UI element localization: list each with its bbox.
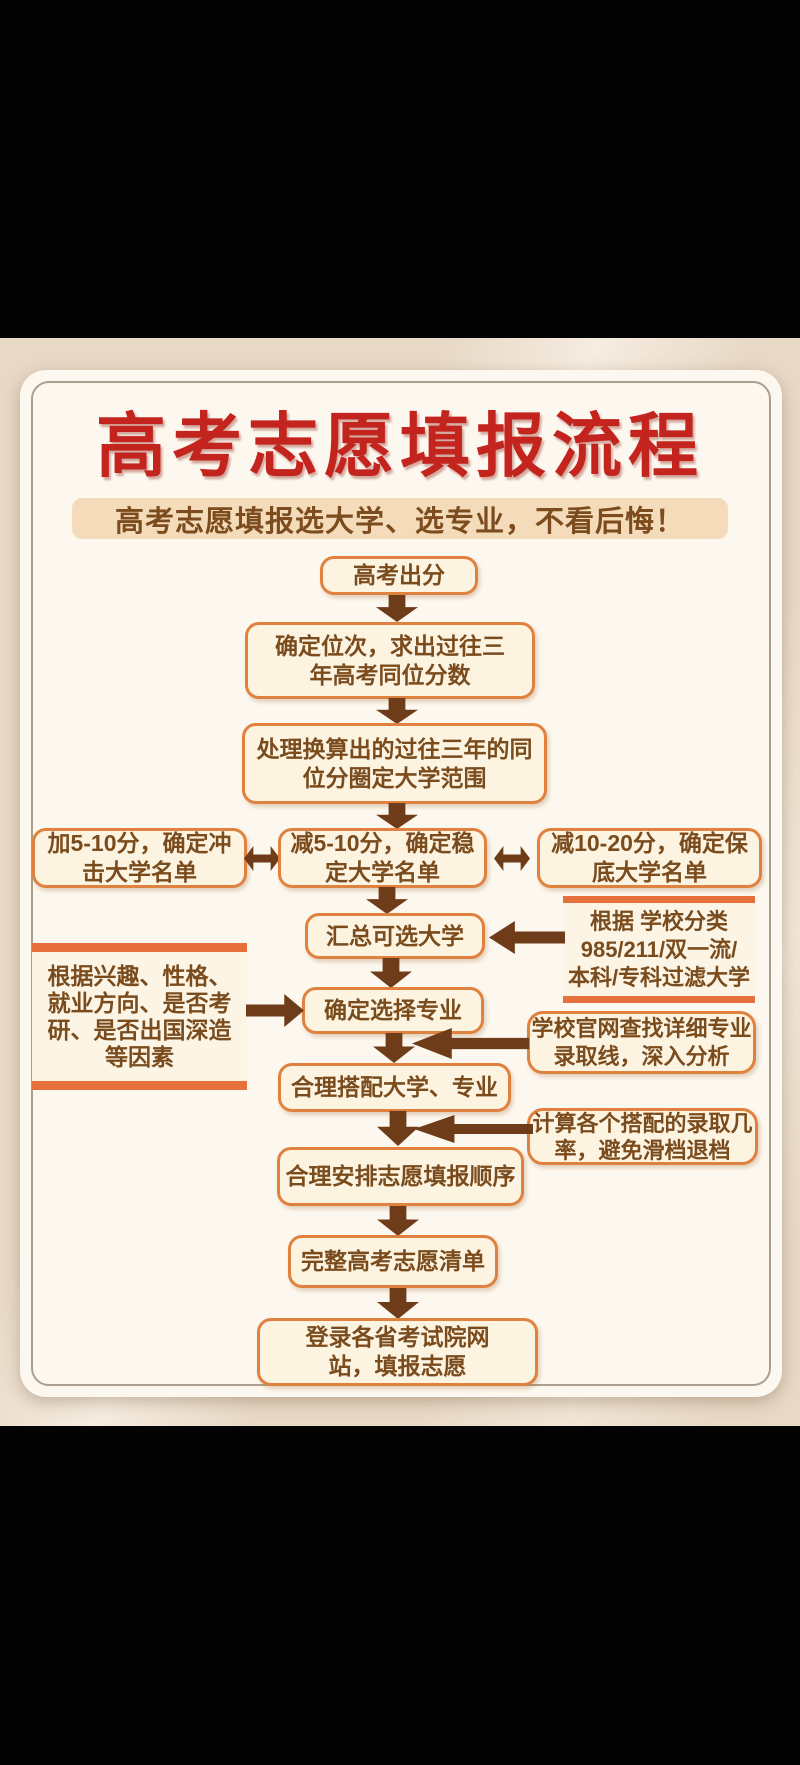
letterbox-top [0, 0, 800, 338]
flow-step-score-release: 高考出分 [320, 556, 478, 595]
letterbox-bottom [0, 1426, 800, 1765]
flow-step-login-submit: 登录各省考试院网 站，填报志愿 [257, 1318, 538, 1386]
flow-step-university-range: 处理换算出的过往三年的同 位分圈定大学范围 [242, 723, 547, 804]
flow-step-order-choices: 合理安排志愿填报顺序 [277, 1147, 524, 1206]
flow-step-complete-list: 完整高考志愿清单 [288, 1235, 498, 1288]
note-interest-factors: 根据兴趣、性格、 就业方向、是否考 研、是否出国深造 等因素 [32, 943, 247, 1090]
flow-branch-safety-list: 减10-20分，确定保 底大学名单 [537, 828, 762, 888]
poster-subtitle: 高考志愿填报选大学、选专业，不看后悔！ [72, 498, 728, 539]
flow-step-summary-universities: 汇总可选大学 [305, 913, 485, 959]
flow-step-stable-list: 减5-10分，确定稳 定大学名单 [278, 828, 487, 888]
flow-branch-reach-list: 加5-10分，确定冲 击大学名单 [32, 828, 247, 888]
poster-title: 高考志愿填报流程 [96, 409, 704, 486]
note-school-website: 学校官网查找详细专业 录取线，深入分析 [527, 1011, 756, 1074]
note-admission-probability: 计算各个搭配的录取几 率，避免滑档退档 [527, 1108, 758, 1165]
flow-step-match-university-major: 合理搭配大学、专业 [278, 1063, 511, 1112]
note-filter-by-category: 根据 学校分类 985/211/双一流/ 本科/专科过滤大学 [563, 896, 755, 1003]
flow-step-rank-score: 确定位次，求出过往三 年高考同位分数 [245, 622, 535, 699]
flow-step-choose-major: 确定选择专业 [302, 987, 484, 1034]
